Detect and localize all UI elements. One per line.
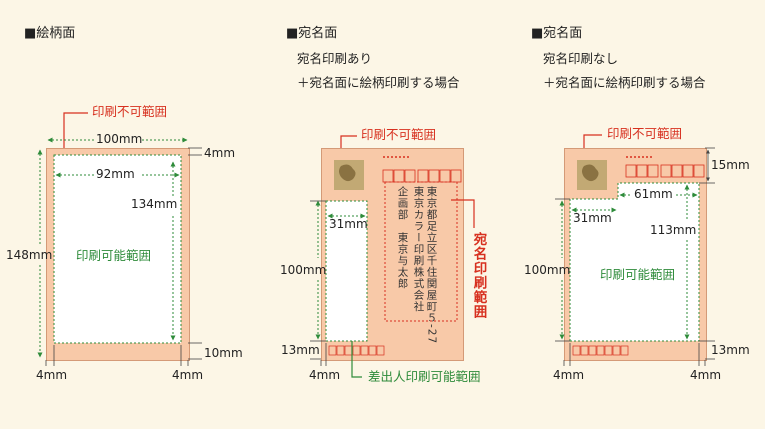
section2-address-line3: 企画部 東京与太郎 bbox=[396, 186, 409, 290]
section1-dim-width-print: 92mm bbox=[96, 167, 135, 181]
section2-line1: 宛名印刷あり bbox=[297, 51, 373, 66]
section2-dim-bottom: 13mm bbox=[281, 343, 320, 357]
section3-dim-right: 4mm bbox=[690, 368, 722, 382]
section2-lines bbox=[310, 135, 475, 378]
section2-sender-area bbox=[326, 201, 367, 341]
section3-dim-height: 100mm bbox=[524, 263, 571, 277]
section3-dim-left-width: 31mm bbox=[573, 211, 612, 225]
section3-dim-top: 15mm bbox=[711, 158, 750, 172]
section3-printable-label: 印刷可能範囲 bbox=[600, 267, 676, 282]
section3-lines bbox=[555, 134, 715, 366]
section1-dim-left-margin: 4mm bbox=[36, 368, 68, 382]
section2-address-line2: 東京カラー印刷株式会社 bbox=[412, 186, 425, 313]
section2-unprintable-label: 印刷不可範囲 bbox=[361, 127, 437, 142]
section2-dim-left: 4mm bbox=[309, 368, 341, 382]
section2-address-line1: 東京都足立区千住関屋町５‐27 bbox=[425, 186, 438, 345]
section1-lines bbox=[37, 112, 202, 366]
section3-printable-area-lower bbox=[570, 199, 699, 341]
section2-dim-height: 100mm bbox=[280, 263, 327, 277]
section2-sender-label: 差出人印刷可能範囲 bbox=[368, 369, 481, 384]
section1-dim-height-print: 134mm bbox=[131, 197, 178, 211]
section1-dim-height-total: 148mm bbox=[6, 248, 53, 262]
section1-dim-top-margin: 4mm bbox=[204, 146, 236, 160]
section2-line2: ＋宛名面に絵柄印刷する場合 bbox=[297, 75, 460, 90]
section1-unprintable-label: 印刷不可範囲 bbox=[92, 104, 168, 119]
section3-dim-height-inner: 113mm bbox=[650, 223, 697, 237]
section3-line1: 宛名印刷なし bbox=[543, 51, 619, 66]
section3-dim-left: 4mm bbox=[553, 368, 585, 382]
section1-dim-bottom-margin: 10mm bbox=[204, 346, 243, 360]
section3-line2: ＋宛名面に絵柄印刷する場合 bbox=[543, 75, 706, 90]
section2-address-label: 宛名印刷範囲 bbox=[470, 232, 487, 319]
section1-heading: ■絵柄面 bbox=[24, 26, 76, 41]
section2-dim-sender-width: 31mm bbox=[329, 217, 368, 231]
section3-unprintable-label: 印刷不可範囲 bbox=[607, 126, 683, 141]
section3-heading: ■宛名面 bbox=[531, 26, 583, 41]
section1-dim-right-margin: 4mm bbox=[172, 368, 204, 382]
section1-printable-area bbox=[54, 155, 181, 343]
section1-dim-width-total: 100mm bbox=[96, 132, 143, 146]
section3-dim-bottom: 13mm bbox=[711, 343, 750, 357]
section3-dim-width: 61mm bbox=[634, 187, 673, 201]
section3-printable-area-upper bbox=[618, 183, 699, 201]
section2-heading: ■宛名面 bbox=[286, 26, 338, 41]
section1-printable-label: 印刷可能範囲 bbox=[76, 248, 152, 263]
